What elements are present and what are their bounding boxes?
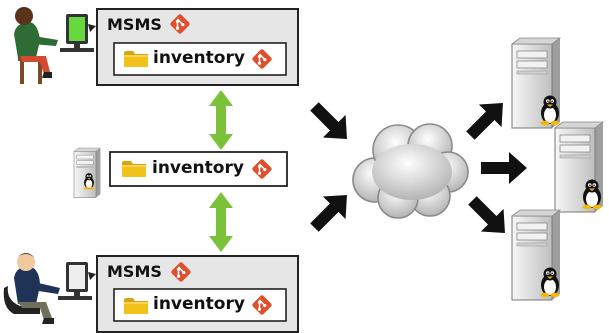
arrow-icon (461, 189, 517, 245)
person-at-computer-icon (14, 7, 96, 84)
repo-label: inventory (153, 294, 245, 314)
cloud-icon (352, 123, 469, 219)
bottom-msms-node (96, 255, 299, 333)
arrow-icon (459, 91, 515, 147)
arrow-icon (303, 183, 359, 239)
server-icon (511, 37, 561, 129)
repo-label: inventory (153, 48, 245, 68)
server-icon (554, 121, 604, 213)
double-arrow-icon (209, 192, 233, 252)
double-arrow-icon (209, 90, 233, 150)
middle-repo-node (109, 151, 288, 187)
server-icon (511, 209, 561, 301)
arrow-icon (303, 95, 359, 151)
person-at-computer-icon (3, 253, 96, 324)
repo-label: inventory (152, 158, 244, 178)
server-icon (73, 147, 101, 198)
node-title: MSMS (107, 15, 162, 34)
node-title: MSMS (107, 262, 162, 281)
top-msms-node (96, 8, 299, 86)
arrow-icon (481, 152, 527, 184)
